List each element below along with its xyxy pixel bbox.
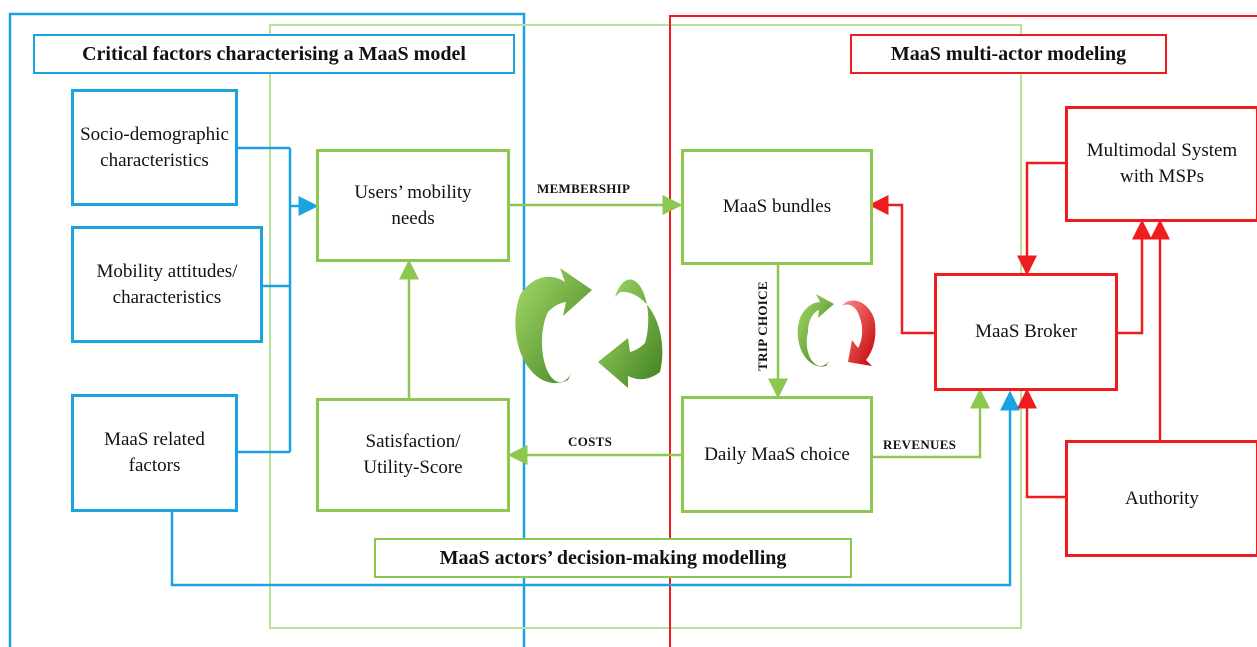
daily-maas-choice-box: Daily MaaS choice — [681, 396, 873, 513]
red-flows — [868, 161, 1170, 499]
cycle-icon — [515, 268, 663, 388]
users-mobility-needs-box: Users’ mobility needs — [316, 149, 510, 262]
socio-demographic-box: Socio-demographic characteristics — [71, 89, 238, 206]
satisfaction-utility-box: Satisfaction/ Utility-Score — [316, 398, 510, 512]
trip-choice-label: TRIP CHOICE — [755, 281, 770, 371]
costs-label: COSTS — [568, 434, 613, 449]
factor-connectors — [170, 146, 1020, 587]
mobility-attitudes-box: Mobility attitudes/ characteristics — [71, 226, 263, 343]
membership-label: MEMBERSHIP — [537, 181, 631, 196]
maas-broker-box: MaaS Broker — [934, 273, 1118, 391]
multimodal-system-box: Multimodal System with MSPs — [1065, 106, 1257, 222]
critical-factors-title: Critical factors characterising a MaaS m… — [33, 34, 515, 74]
green-flows — [399, 195, 990, 465]
decision-making-title: MaaS actors’ decision-making modelling — [374, 538, 852, 578]
multi-actor-title: MaaS multi-actor modeling — [850, 34, 1167, 74]
maas-related-factors-box: MaaS related factors — [71, 394, 238, 512]
maas-bundles-box: MaaS bundles — [681, 149, 873, 265]
multi-actor-region — [669, 15, 1257, 647]
revenues-label: REVENUES — [883, 437, 957, 452]
actor-cycle-icon — [797, 294, 876, 367]
authority-box: Authority — [1065, 440, 1257, 557]
